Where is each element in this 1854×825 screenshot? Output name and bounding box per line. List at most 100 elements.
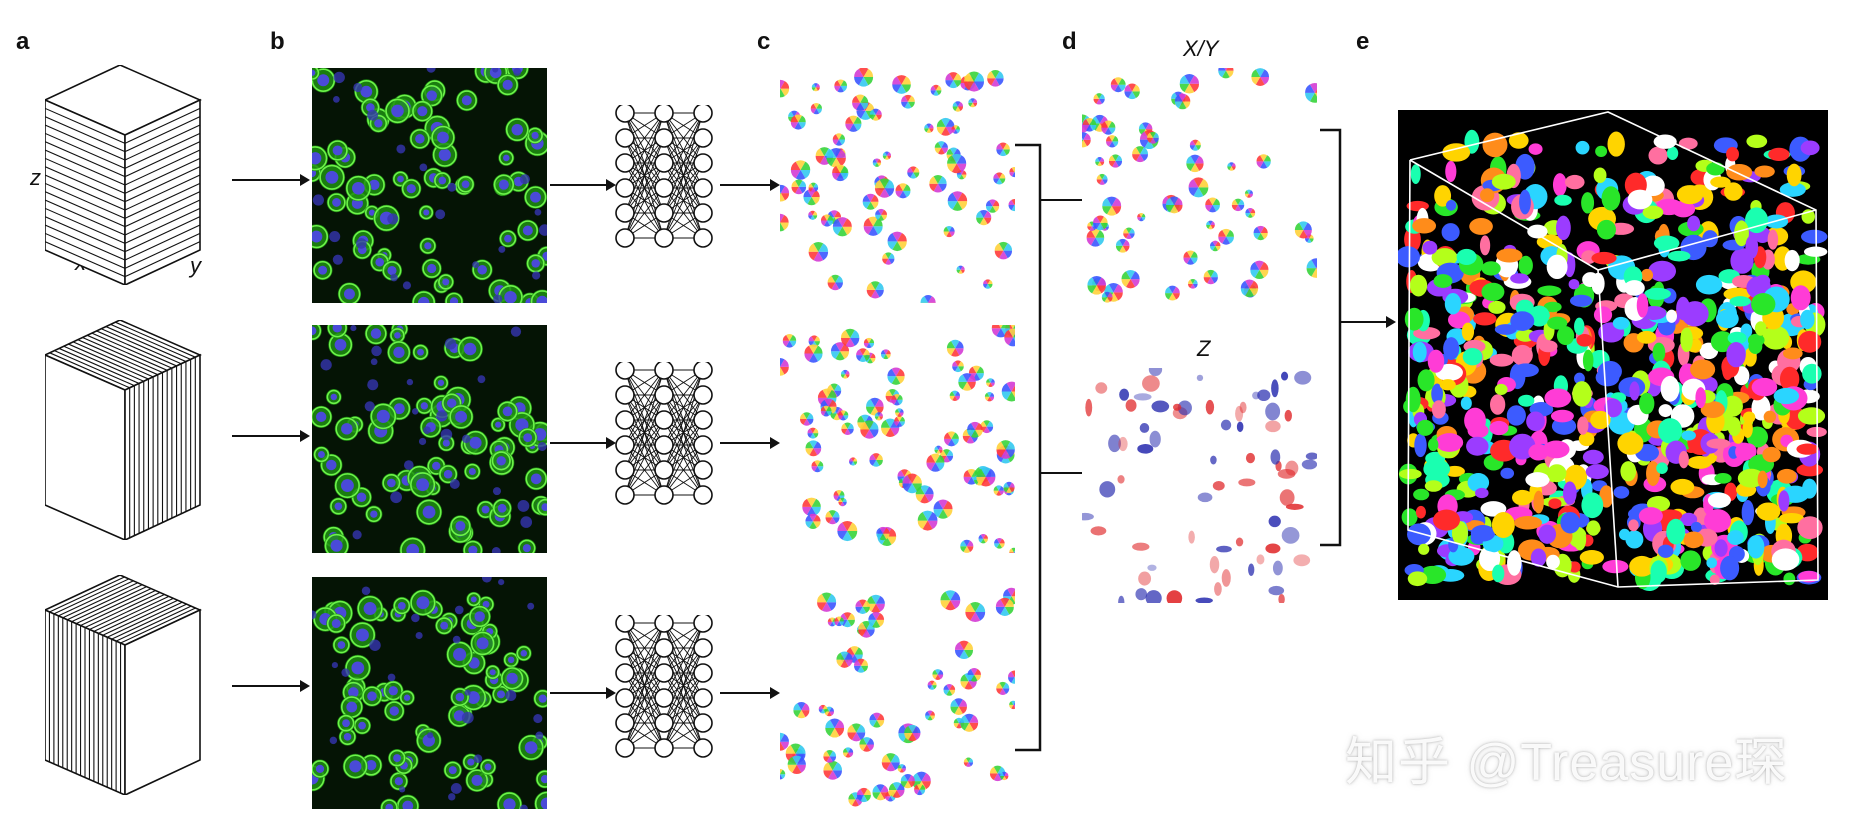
flow-cell (1121, 270, 1140, 289)
segmented-cell (1629, 381, 1640, 401)
flow-cell (900, 774, 915, 789)
cell-body (448, 404, 474, 430)
output-label-z: Z (1197, 336, 1211, 361)
segmented-cell (1746, 134, 1768, 149)
flow-z-cell (1108, 434, 1121, 453)
cell-body (492, 498, 512, 519)
segmented-cell (1415, 505, 1426, 519)
flow-cell (1108, 154, 1123, 168)
flow-z-cell (1220, 419, 1232, 431)
segmented-cell (1681, 430, 1696, 441)
segmented-cell (1680, 550, 1702, 571)
segmented-cell (1714, 539, 1728, 557)
cell-body (479, 758, 497, 776)
segmented-cell (1636, 330, 1657, 344)
segmented-cell (1577, 416, 1589, 435)
flow-z-cell (1210, 455, 1217, 465)
segmented-cell (1417, 369, 1435, 392)
flow-cell (954, 640, 974, 659)
segmented-cell (1431, 383, 1444, 405)
segmented-cell (1579, 550, 1604, 565)
cell-body (312, 759, 330, 779)
flow-z-cell (1214, 582, 1222, 596)
flow-z-cell (1118, 436, 1128, 452)
flow-z-cell (1095, 382, 1108, 394)
flow-cell (895, 408, 904, 417)
flow-z-cell (1257, 389, 1271, 402)
segmented-cell (1582, 349, 1594, 372)
cell-body (401, 178, 422, 199)
segmented-cell (1494, 324, 1517, 335)
segmented-cell (1433, 509, 1461, 531)
segmented-cell (1800, 140, 1820, 156)
segmented-cell (1680, 512, 1698, 527)
flow-cell (930, 84, 942, 96)
segmented-cell (1431, 248, 1458, 267)
segmented-cell (1776, 468, 1797, 484)
segmented-cell (1456, 248, 1477, 266)
flow-cell (825, 510, 840, 525)
segmented-cell (1435, 433, 1464, 452)
flow-z-cell (1270, 449, 1281, 465)
flow-cell (965, 602, 986, 622)
flow-z-cell (1142, 375, 1160, 392)
segmented-cell (1666, 146, 1679, 160)
segmented-cell (1413, 488, 1430, 501)
flow-z-cell (1138, 571, 1152, 586)
segmented-cell (1690, 359, 1716, 380)
segmented-cell (1513, 363, 1539, 378)
segmented-cell (1591, 272, 1605, 295)
segmented-cell (1627, 189, 1653, 210)
segmented-cell (1496, 248, 1523, 263)
flow-cell (946, 339, 964, 357)
flow-cell (1203, 269, 1218, 285)
segmented-cell (1706, 162, 1725, 176)
segmented-cell (1709, 574, 1720, 586)
segmented-cell (1481, 261, 1501, 276)
segmented-cell (1802, 478, 1817, 499)
flow-cell (860, 420, 879, 439)
segmented-cell (1518, 394, 1535, 407)
segmented-cell (1745, 207, 1769, 234)
segmented-cell (1410, 164, 1421, 184)
segmented-cell (1724, 182, 1743, 201)
segmented-cell (1593, 306, 1613, 324)
cell-body (418, 204, 434, 221)
flow-z-cell (1239, 401, 1247, 414)
flow-z-cell (1149, 430, 1161, 448)
segmented-cell (1771, 548, 1800, 571)
flow-cell (920, 295, 936, 303)
flow-cell (793, 702, 810, 719)
flow-cell (960, 539, 974, 553)
flow-cell (790, 160, 811, 180)
flow-cell (1231, 198, 1245, 212)
cell-body (349, 621, 376, 649)
segmented-cell (1482, 132, 1508, 158)
cell-body (503, 651, 520, 668)
arrow-right-icon (232, 680, 310, 692)
cell-body (411, 100, 434, 123)
segmented-cell (1751, 377, 1778, 397)
flow-cell (950, 698, 967, 715)
cell-body (433, 171, 452, 190)
cell-body (334, 472, 361, 499)
segmented-cell (1768, 147, 1790, 162)
segmented-cell (1409, 274, 1428, 297)
flow-z-cell (1099, 481, 1116, 498)
flow-cell (834, 79, 848, 93)
segmented-cell (1607, 131, 1625, 157)
segmented-cell (1639, 392, 1655, 415)
segmented-cell (1439, 379, 1456, 391)
flow-cell (854, 658, 868, 673)
cell-body (463, 463, 481, 480)
segmented-cell (1480, 188, 1495, 203)
bracket-merge-icon (1320, 128, 1396, 547)
flow-z-cell (1245, 452, 1256, 464)
flow-cell (780, 79, 790, 98)
segmented-cell (1573, 527, 1587, 551)
cell-body (312, 68, 320, 81)
flow-cell (840, 369, 850, 379)
cell-body (409, 128, 431, 150)
segmented-cell (1542, 440, 1570, 459)
segmentation-3d-render (1398, 110, 1828, 600)
